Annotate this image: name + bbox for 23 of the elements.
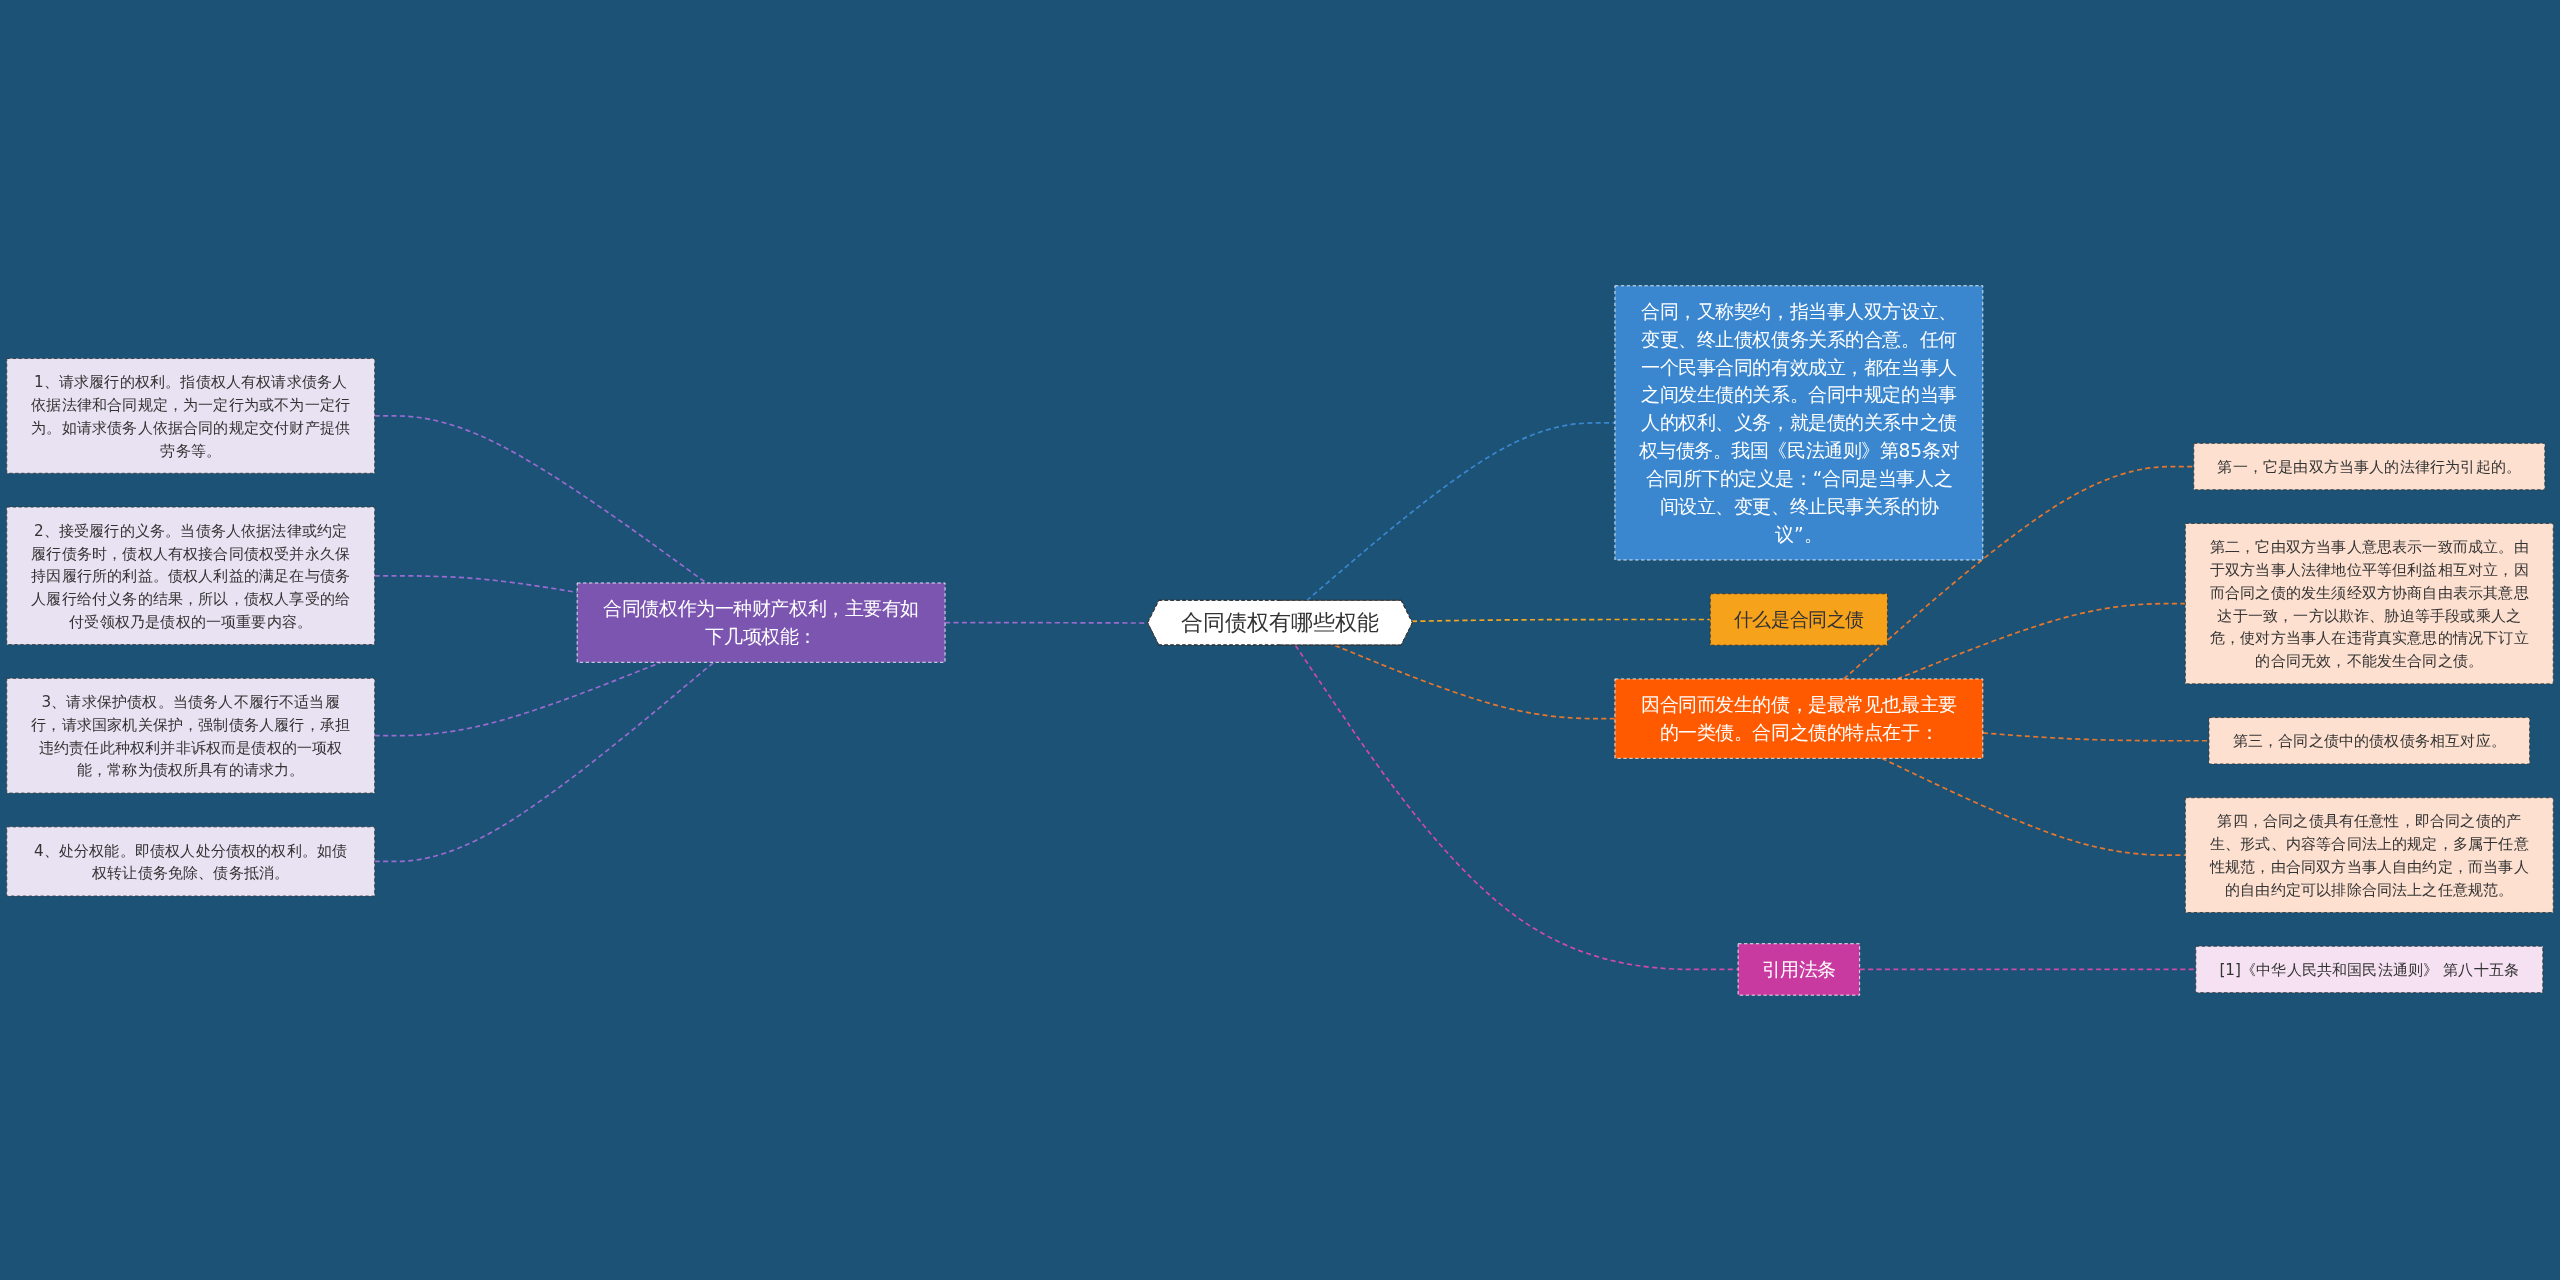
- node-box: 因合同而发生的债，是最常见也最主要的一类债。合同之债的特点在于：: [1614, 678, 1984, 759]
- node-box: 4、处分权能。即债权人处分债权的权利。如债权转让债务免除、债务抵消。: [6, 825, 376, 896]
- node-box: 第二，它由双方当事人意思表示一致而成立。由于双方当事人法律地位平等但利益相互对立，因而合同之债的发生须经双方协商自由表示其意思达于一致，一方以欺诈、胁迫等手段或乘人之危，使对方当事人在违背真实意思的情况下订立的合同无效，不能发生合同之债。: [2184, 522, 2554, 684]
- node-box: 3、请求保护债权。当债务人不履行不适当履行，请求国家机关保护，强制债务人履行，承担违约责任此种权利并非诉权而是债权的一项权能，常称为债权所具有的请求力。: [6, 677, 376, 794]
- connector: [1880, 756, 2187, 856]
- node-box: 什么是合同之债: [1709, 592, 1888, 646]
- node-box: 引用法条: [1737, 942, 1861, 996]
- node-box: 第三，合同之债中的债权债务相互对应。: [2208, 716, 2531, 764]
- node-box: 2、接受履行的义务。当债务人依据法律或约定履行债务时，债权人有权接合同债权受并永久保持因履行所的利益。债权人利益的满足在与债务人履行给付义务的结果，所以，债权人享受的给付受领权乃是债权的一项重要内容。: [6, 506, 376, 645]
- connector: [373, 661, 662, 737]
- node-box: 1、请求履行的权利。指债权人有权请求债务人依据法律和合同规定，为一定行为或不为一定行为。如请求债务人依据合同的规定交付财产提供劳务等。: [6, 357, 376, 474]
- node-box: 第四，合同之债具有任意性，即合同之债的产生、形式、内容等合同法上的规定，多属于任意性规范，由合同双方当事人自由约定，而当事人的自由约定可以排除合同法上之任意规范。: [2184, 796, 2554, 913]
- node-box: [1]《中华人民共和国民法通则》 第八十五条: [2195, 945, 2544, 993]
- connector: [1982, 731, 2210, 742]
- connector: [1334, 644, 1616, 719]
- connector: [1411, 618, 1712, 622]
- connector: [1858, 968, 2197, 970]
- connector: [1842, 465, 2195, 680]
- node-box: 合同债权作为一种财产权利，主要有如下几项权能：: [576, 582, 946, 663]
- node-box: 合同，又称契约，指当事人双方设立、变更、终止债权债务关系的合意。任何一个民事合同的有效成立，都在当事人之间发生债的关系。合同中规定的当事人的权利、义务，就是债的关系中之债权与债务。我国《民法通则》第85条对合同所下的定义是：“合同是当事人之间设立、变更、终止民事关系的协议”。: [1614, 284, 1984, 560]
- node-box: 第一，它是由双方当事人的法律行为引起的。: [2193, 442, 2546, 490]
- connector: [373, 661, 715, 862]
- connector: [1294, 644, 1739, 970]
